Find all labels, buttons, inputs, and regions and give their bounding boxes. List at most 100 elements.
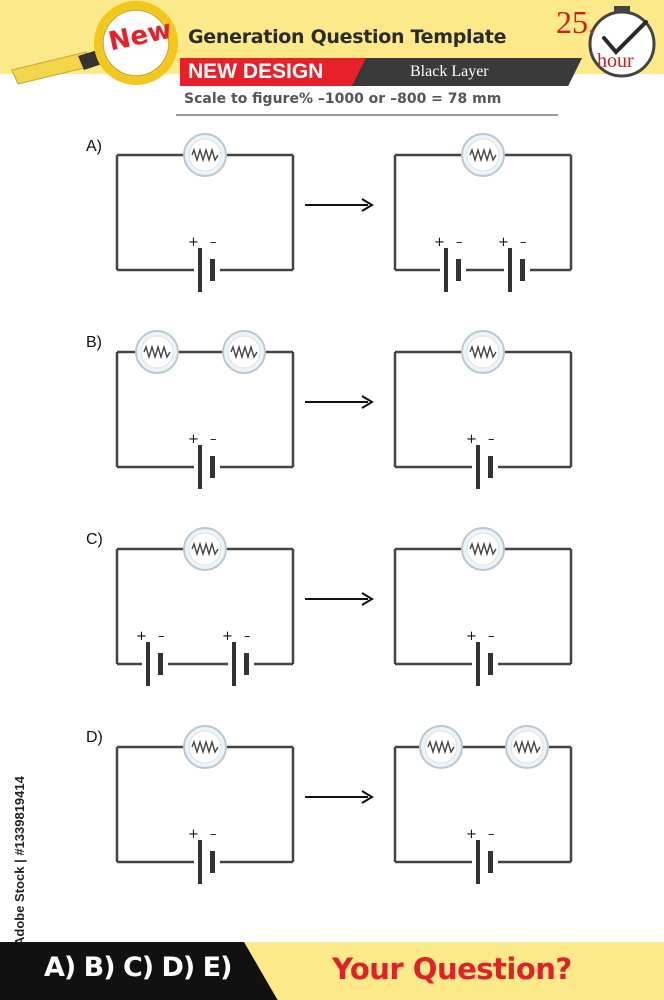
battery-gap [194, 262, 220, 278]
scale-underline [176, 114, 558, 116]
battery-long-plate [444, 248, 448, 292]
battery-short-plate [244, 653, 249, 675]
your-question: Your Question? [332, 952, 572, 986]
circuit-c-after: +– [393, 527, 573, 686]
bulb-filament [469, 541, 497, 557]
circuit-diagrams: +–+–+–+–+–+–+–+–+–+– [115, 133, 573, 884]
arrow-icon [305, 592, 374, 606]
circuit-b-after: +– [393, 330, 573, 489]
battery-icon: +– [466, 432, 498, 489]
bulb-filament [427, 739, 455, 755]
battery-plus-sign: + [466, 432, 477, 447]
battery-short-plate [210, 259, 215, 281]
bulb-filament [513, 739, 541, 755]
new-design-label: NEW DESIGN [188, 60, 324, 83]
battery-short-plate [210, 456, 215, 478]
stopwatch-icon [588, 6, 656, 78]
battery-icon: +– [188, 235, 220, 292]
battery-long-plate [508, 248, 512, 292]
magnifier-icon [11, 1, 178, 85]
circuit-a-after: +–+– [393, 133, 573, 292]
battery-minus-sign: – [158, 629, 165, 644]
stock-id: Adobe Stock | #1339819414 [12, 776, 27, 946]
bulb-icon [461, 527, 505, 571]
battery-long-plate [198, 248, 202, 292]
bulb-filament [469, 344, 497, 360]
circuit-b-before: +– [115, 330, 295, 489]
battery-short-plate [210, 851, 215, 873]
arrow-head [361, 198, 374, 212]
battery-plus-sign: + [188, 432, 199, 447]
battery-gap [504, 262, 530, 278]
battery-long-plate [198, 445, 202, 489]
battery-icon: +– [188, 827, 220, 884]
option-c-label: C) [86, 531, 103, 548]
arrow-icon [305, 790, 374, 804]
battery-gap [472, 459, 498, 475]
battery-icon: +– [466, 629, 498, 686]
battery-minus-sign: – [488, 827, 495, 842]
battery-minus-sign: – [488, 629, 495, 644]
battery-short-plate [488, 653, 493, 675]
bulb-icon [183, 133, 227, 177]
battery-long-plate [232, 642, 236, 686]
battery-short-plate [488, 851, 493, 873]
bulb-filament [191, 739, 219, 755]
question-bar: Your Question? [244, 942, 664, 1000]
bulb-icon [419, 725, 463, 769]
bulb-icon [461, 330, 505, 374]
battery-gap [228, 656, 254, 672]
arrow-icon [305, 395, 374, 409]
battery-plus-sign: + [466, 629, 477, 644]
battery-icon: +– [434, 235, 466, 292]
bulb-filament [143, 344, 171, 360]
bulb-icon [461, 133, 505, 177]
new-design-banner: NEW DESIGN [180, 58, 370, 86]
battery-long-plate [476, 840, 480, 884]
battery-minus-sign: – [244, 629, 251, 644]
battery-minus-sign: – [520, 235, 527, 250]
battery-plus-sign: + [136, 629, 147, 644]
battery-long-plate [146, 642, 150, 686]
battery-plus-sign: + [498, 235, 509, 250]
battery-icon: +– [188, 432, 220, 489]
option-a-label: A) [86, 138, 102, 155]
battery-long-plate [476, 642, 480, 686]
battery-plus-sign: + [188, 827, 199, 842]
battery-icon: +– [222, 629, 254, 686]
bulb-icon [183, 527, 227, 571]
answer-choices-bar: A) B) C) D) E) [0, 942, 280, 1000]
template-title: Generation Question Template [188, 26, 507, 48]
battery-plus-sign: + [222, 629, 233, 644]
bulb-filament [469, 147, 497, 163]
battery-minus-sign: – [210, 827, 217, 842]
answer-choices: A) B) C) D) E) [44, 952, 232, 983]
timer-number: 25. [556, 4, 596, 40]
arrow-icon [305, 198, 374, 212]
circuit-c-before: +–+– [115, 527, 295, 686]
battery-minus-sign: – [210, 432, 217, 447]
battery-gap [194, 854, 220, 870]
bulb-filament [191, 541, 219, 557]
battery-icon: +– [136, 629, 168, 686]
battery-plus-sign: + [466, 827, 477, 842]
arrow-head [361, 592, 374, 606]
battery-gap [472, 854, 498, 870]
battery-gap [142, 656, 168, 672]
timer-unit: hour [597, 50, 634, 72]
battery-short-plate [158, 653, 163, 675]
arrow-head [361, 790, 374, 804]
arrow-head [361, 395, 374, 409]
circuit-d-after: +– [393, 725, 573, 884]
header-graphics [11, 1, 656, 85]
battery-long-plate [198, 840, 202, 884]
battery-minus-sign: – [488, 432, 495, 447]
battery-long-plate [476, 445, 480, 489]
battery-short-plate [520, 259, 525, 281]
battery-icon: +– [466, 827, 498, 884]
bulb-icon [135, 330, 179, 374]
circuit-d-before: +– [115, 725, 295, 884]
battery-plus-sign: + [434, 235, 445, 250]
bulb-filament [191, 147, 219, 163]
battery-short-plate [488, 456, 493, 478]
